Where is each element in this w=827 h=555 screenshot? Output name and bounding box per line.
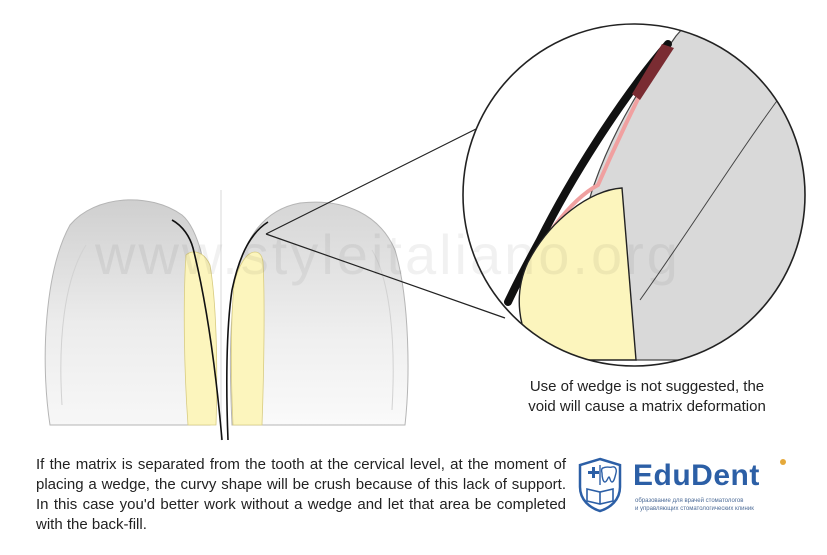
edudent-logo: EduDent образование для врачей стоматоло… bbox=[577, 455, 807, 525]
logo-name: EduDent bbox=[633, 459, 760, 492]
logo-tagline: образование для врачей стоматологов и уп… bbox=[635, 497, 807, 513]
caption-line-2: void will cause a matrix deformation bbox=[528, 398, 766, 415]
shield-icon bbox=[578, 457, 622, 513]
magnified-tooth-inner-line bbox=[639, 89, 786, 301]
cross-icon bbox=[588, 467, 599, 478]
watermark: www.styleitaliano.org bbox=[95, 223, 681, 286]
right-tooth-contour bbox=[371, 249, 394, 411]
left-tooth-contour bbox=[60, 244, 87, 406]
book-icon bbox=[586, 487, 614, 505]
accent-dot bbox=[780, 459, 786, 465]
magnified-view bbox=[463, 24, 805, 366]
magnifier-circle bbox=[462, 23, 806, 367]
tooth-icon bbox=[600, 466, 617, 483]
wedge-caption: Use of wedge is not suggested, the void … bbox=[492, 377, 802, 417]
left-matrix-band bbox=[171, 219, 223, 441]
logo-tagline-line-1: образование для врачей стоматологов bbox=[635, 498, 744, 504]
right-wedge bbox=[230, 251, 265, 426]
logo-tagline-line-2: и управляющих стоматологических клиник bbox=[635, 506, 754, 512]
zoom-line-top bbox=[265, 128, 477, 235]
caption-line-1: Use of wedge is not suggested, the bbox=[529, 378, 765, 395]
matrix-tip bbox=[632, 44, 674, 100]
explanation-text: If the matrix is separated from the toot… bbox=[36, 456, 566, 533]
right-matrix-band bbox=[226, 221, 269, 441]
zoom-line-bottom bbox=[265, 233, 506, 319]
magnified-matrix bbox=[504, 40, 672, 306]
